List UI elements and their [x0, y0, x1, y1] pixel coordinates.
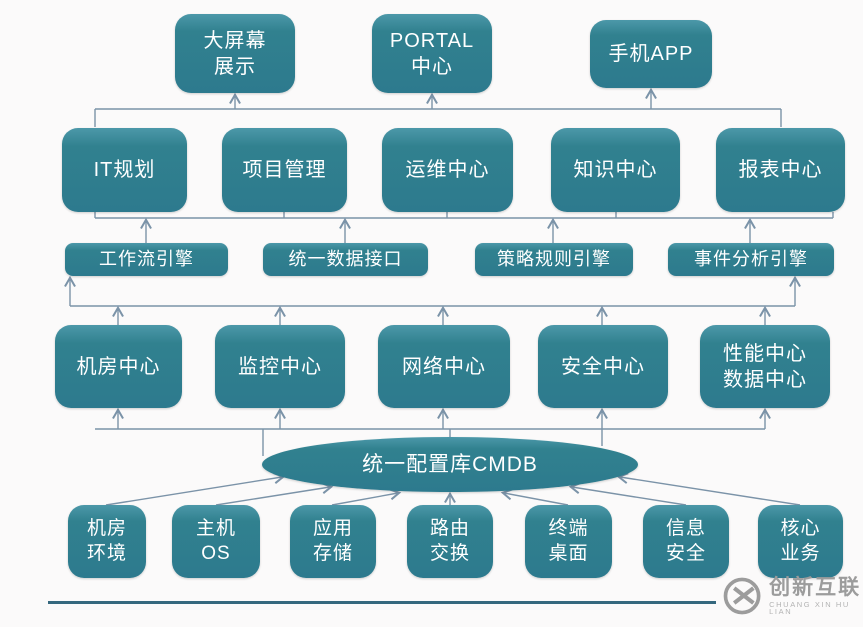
node-label: 监控中心: [238, 355, 322, 378]
node-host-os: 主机 OS: [172, 505, 260, 578]
node-knowledge-center: 知识中心: [551, 128, 680, 212]
node-label: 大屏幕 展示: [203, 29, 267, 78]
node-routing-switching: 路由 交换: [407, 505, 493, 578]
cx-logo-icon: [723, 577, 761, 615]
node-network-center: 网络中心: [378, 325, 510, 408]
node-label: 主机 OS: [195, 517, 236, 564]
node-report-center: 报表中心: [716, 128, 845, 212]
node-security-center: 安全中心: [538, 325, 668, 408]
node-info-security: 信息 安全: [643, 505, 729, 578]
node-label: 终端 桌面: [548, 517, 589, 564]
node-label: 信息 安全: [665, 517, 706, 564]
node-it-planning: IT规划: [62, 128, 187, 212]
node-label: 机房中心: [76, 355, 161, 378]
node-label: 工作流引擎: [99, 248, 194, 269]
node-label: 知识中心: [573, 159, 658, 181]
node-portal-center: PORTAL 中心: [372, 14, 492, 93]
node-cmdb: 统一配置库CMDB: [262, 437, 638, 492]
node-label: PORTAL 中心: [389, 29, 475, 78]
node-label: 报表中心: [738, 159, 823, 181]
node-ops-center: 运维中心: [382, 128, 513, 212]
node-policy-rule-engine: 策略规则引擎: [475, 243, 633, 276]
node-label: 核心 业务: [780, 517, 821, 564]
vendor-logo-text: 创新互联 CHUANG XIN HU LIAN: [769, 577, 863, 616]
node-app-storage: 应用 存储: [290, 505, 376, 578]
node-label: 项目管理: [242, 159, 327, 181]
vendor-logo-name: 创新互联: [769, 575, 862, 599]
node-server-room-center: 机房中心: [55, 325, 182, 408]
node-terminal-desktop: 终端 桌面: [525, 505, 612, 578]
bottom-divider: [48, 601, 716, 604]
node-core-business: 核心 业务: [758, 505, 843, 578]
vendor-logo: 创新互联 CHUANG XIN HU LIAN: [722, 573, 863, 619]
node-label: 网络中心: [402, 355, 486, 378]
node-label: 统一配置库CMDB: [362, 452, 538, 476]
node-workflow-engine: 工作流引擎: [65, 243, 228, 276]
node-unified-data-interface: 统一数据接口: [263, 243, 428, 276]
node-performance-data-center: 性能中心 数据中心: [700, 325, 830, 408]
node-label: 性能中心 数据中心: [723, 342, 807, 391]
node-big-screen-display: 大屏幕 展示: [175, 14, 295, 93]
node-label: IT规划: [93, 159, 156, 181]
node-project-management: 项目管理: [222, 128, 347, 212]
node-label: 运维中心: [405, 159, 490, 181]
node-event-analysis-engine: 事件分析引擎: [668, 243, 834, 276]
node-label: 应用 存储: [312, 517, 353, 564]
node-label: 事件分析引擎: [694, 248, 808, 269]
vendor-logo-subtitle: CHUANG XIN HU LIAN: [769, 599, 850, 616]
node-label: 安全中心: [561, 355, 645, 378]
node-label: 路由 交换: [429, 517, 470, 564]
node-label: 机房 环境: [86, 517, 127, 564]
node-mobile-app: 手机APP: [590, 20, 712, 88]
node-label: 统一数据接口: [288, 248, 403, 269]
node-room-environment: 机房 环境: [68, 505, 146, 578]
node-monitoring-center: 监控中心: [215, 325, 345, 408]
node-label: 策略规则引擎: [497, 248, 611, 269]
node-label: 手机APP: [608, 43, 694, 65]
